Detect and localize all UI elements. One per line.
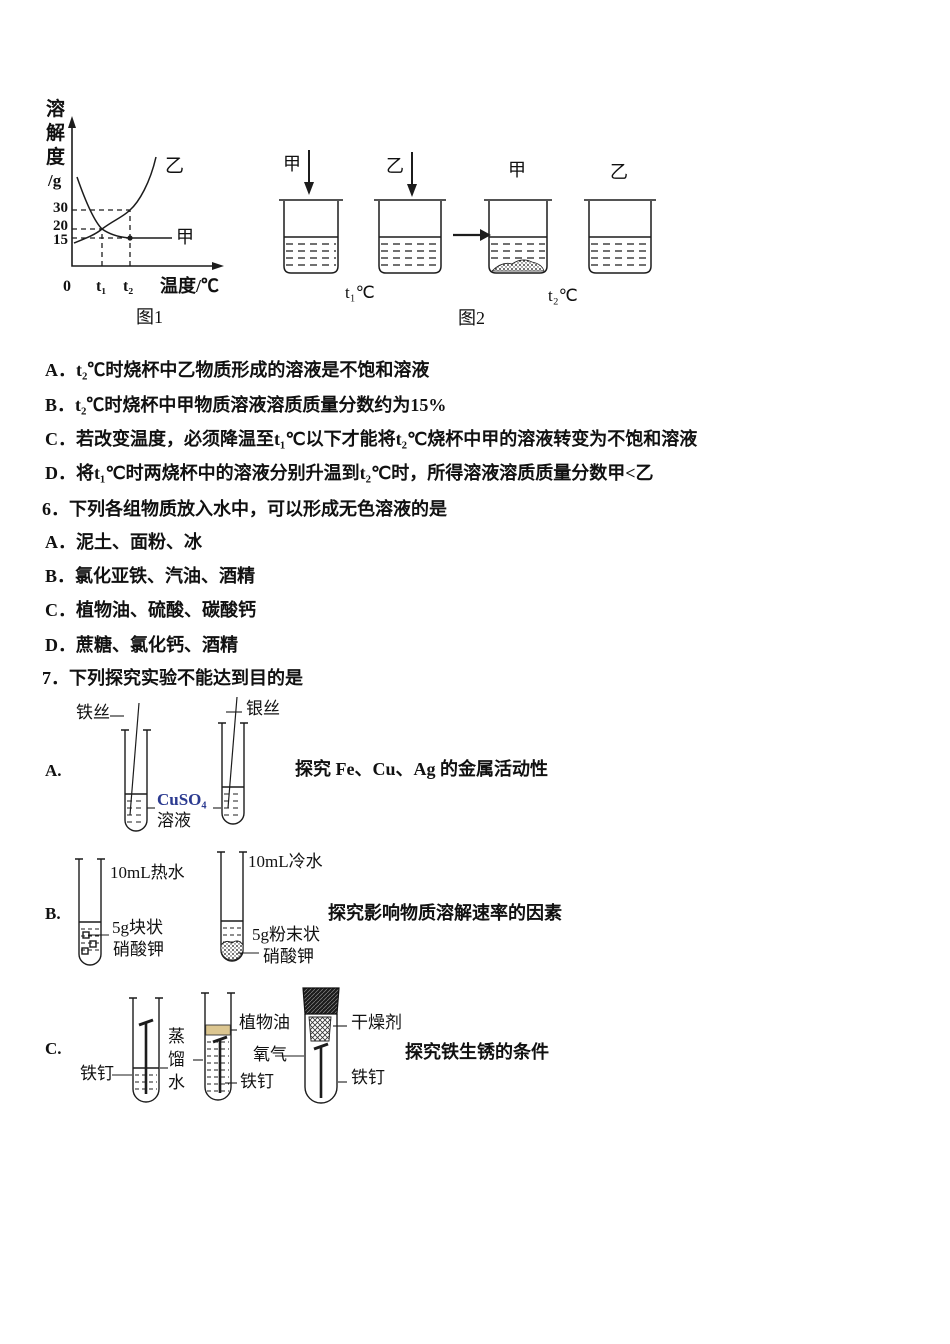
q7b-powder xyxy=(220,940,244,961)
q7a-cuso4-label: CuSO₄ xyxy=(157,790,207,809)
q7c-vegetable-oil-layer xyxy=(205,1024,231,1036)
add-jia-arrow-icon xyxy=(304,150,314,195)
beaker-1 xyxy=(279,199,343,274)
beaker-dissolution-figure xyxy=(279,150,656,274)
q7c-test-tube-3 xyxy=(304,1014,338,1104)
q6-option-d: D．蔗糖、氯化钙、酒精 xyxy=(45,635,238,655)
beaker-3 xyxy=(484,199,552,274)
q6-stem: 6．下列各组物质放入水中，可以形成无色溶液的是 xyxy=(42,499,447,519)
fig1-yaxis-label-char: 溶 xyxy=(46,99,66,120)
beaker-2 xyxy=(374,199,446,274)
q5-option-b: B．t₂℃时烧杯中甲物质溶液溶质质量分数约为15% xyxy=(45,395,447,415)
q6-option-c: C．植物油、硫酸、碳酸钙 xyxy=(45,600,256,620)
q7c-distilled-water-char: 水 xyxy=(168,1073,185,1092)
q7a-solution-label: 溶液 xyxy=(157,811,191,830)
q7a-purpose-text: 探究 Fe、Cu、Ag 的金属活动性 xyxy=(295,759,548,779)
q7-stem: 7．下列探究实验不能达到目的是 xyxy=(42,668,303,688)
fig1-guide-dashed-lines xyxy=(72,209,131,266)
fig1-curve-jia-label: 甲 xyxy=(176,227,194,247)
q7c-nail-2-head xyxy=(212,1035,228,1044)
q7c-nail-1-head xyxy=(138,1018,154,1027)
q7c-desiccant-label: 干燥剂 xyxy=(351,1013,402,1032)
q7a-metal-activity-diagram xyxy=(110,696,248,832)
q7c-nail-1-label: 铁钉 xyxy=(80,1064,114,1083)
q7a-iron-wire-label: 铁丝 xyxy=(76,703,110,722)
q7b-lump-kno3-label-1: 5g块状 xyxy=(112,918,163,937)
q7b-cold-water-label: 10mL冷水 xyxy=(248,852,323,871)
fig2-beaker4-label: 乙 xyxy=(610,162,628,182)
warming-right-arrow-icon xyxy=(453,229,491,241)
q7a-silver-wire xyxy=(227,696,238,809)
q7c-nail-3-head xyxy=(313,1042,329,1051)
q6-option-a: A．泥土、面粉、冰 xyxy=(45,532,202,552)
q6-option-b: B．氯化亚铁、汽油、酒精 xyxy=(45,566,256,586)
q7c-purpose-text: 探究铁生锈的条件 xyxy=(405,1042,549,1062)
q7b-option-letter: B. xyxy=(45,904,61,923)
add-yi-arrow-icon xyxy=(407,152,417,197)
q7c-distilled-water-char: 蒸 xyxy=(168,1027,185,1046)
q7b-powder-kno3-label-1: 5g粉末状 xyxy=(252,925,320,944)
q7c-rubber-stopper xyxy=(302,987,340,1015)
q7c-vegetable-oil-label: 植物油 xyxy=(239,1013,290,1032)
q5-option-d: D．将t₁℃时两烧杯中的溶液分别升温到t₂℃时，所得溶液溶质质量分数甲<乙 xyxy=(45,463,654,483)
q7b-purpose-text: 探究影响物质溶解速率的因素 xyxy=(328,903,562,923)
fig1-ytick-30: 30 xyxy=(53,200,68,216)
fig2-caption: 图2 xyxy=(458,308,485,328)
q7a-test-tube-2 xyxy=(218,722,248,825)
fig1-xtick-t1: t₁ xyxy=(96,278,107,295)
q7b-powder-kno3-label-2: 硝酸钾 xyxy=(263,947,314,966)
q7c-option-letter: C. xyxy=(45,1039,62,1058)
solubility-curve-figure xyxy=(68,116,224,270)
fig1-ytick-20: 20 xyxy=(53,218,68,234)
q7b-lump-kno3-label-2: 硝酸钾 xyxy=(113,940,164,959)
fig2-temperature-2: t₂℃ xyxy=(548,286,578,305)
q7a-silver-wire-label: 银丝 xyxy=(246,699,280,718)
q7c-oxygen-label: 氧气 xyxy=(253,1045,287,1064)
fig1-curve-yi xyxy=(73,156,157,244)
fig2-add2-label: 乙 xyxy=(386,156,404,176)
fig1-caption: 图1 xyxy=(136,307,163,327)
q7b-dissolving-rate-diagram xyxy=(75,851,259,966)
fig1-yaxis-label-char: 度 xyxy=(46,147,66,168)
q7c-desiccant-block xyxy=(308,1016,332,1042)
q7a-option-letter: A. xyxy=(45,761,62,780)
fig1-xtick-t2: t₂ xyxy=(123,278,134,295)
fig1-point-t2-jia xyxy=(127,235,133,241)
fig1-yaxis-label-char: 解 xyxy=(46,123,66,144)
fig2-beaker3-label: 甲 xyxy=(508,160,526,180)
fig1-axes xyxy=(71,120,216,267)
q5-option-c: C．若改变温度，必须降温至t₁℃以下才能将t₂℃烧杯中甲的溶液转变为不饱和溶液 xyxy=(45,429,698,449)
q5-option-a: A．t₂℃时烧杯中乙物质形成的溶液是不饱和溶液 xyxy=(45,360,430,380)
fig1-curve-yi-label: 乙 xyxy=(165,156,185,177)
q7c-iron-rust-diagram xyxy=(112,987,347,1104)
fig1-xtick-0: 0 xyxy=(63,278,71,295)
q7c-test-tube-2 xyxy=(201,992,235,1101)
q7c-nail-3-label: 铁钉 xyxy=(351,1068,385,1087)
fig1-yaxis-label-unit: /g xyxy=(48,171,62,190)
fig1-yaxis-arrow xyxy=(68,116,76,128)
q7a-iron-wire xyxy=(129,702,140,816)
fig1-ytick-15: 15 xyxy=(53,232,68,248)
q7b-test-tube-hot xyxy=(75,858,105,966)
fig1-xaxis-arrow xyxy=(212,262,224,270)
fig1-xaxis-label: 温度/℃ xyxy=(160,276,220,296)
beaker-3-sediment xyxy=(491,259,545,272)
q7b-hot-water-label: 10mL热水 xyxy=(110,863,185,882)
beaker-4 xyxy=(584,199,656,274)
q7c-nail-2-label: 铁钉 xyxy=(240,1072,274,1091)
fig2-temperature-1: t₁℃ xyxy=(345,283,375,302)
q7c-distilled-water-char: 馏 xyxy=(168,1050,185,1069)
fig2-add1-label: 甲 xyxy=(283,154,301,174)
